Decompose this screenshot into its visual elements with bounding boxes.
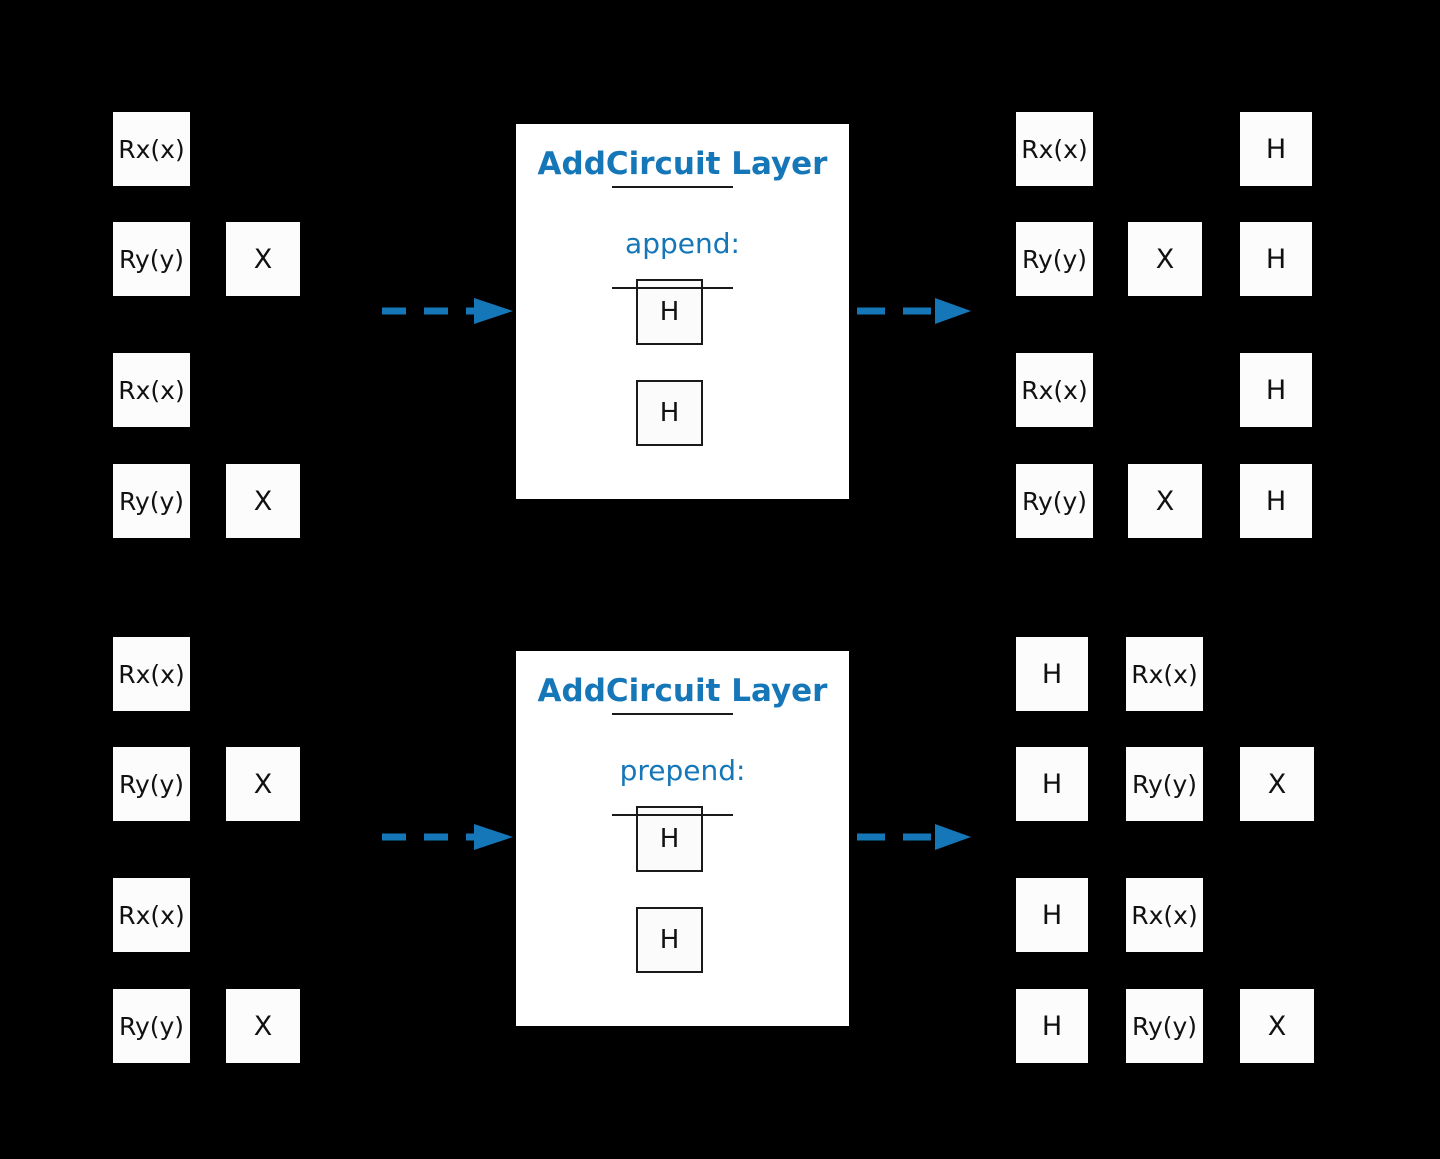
transform-arrow-in-append (380, 296, 515, 326)
gate-input-ry-q3-append: Ry(y) (113, 464, 190, 538)
gate-input-x-q1-append: X (226, 222, 300, 296)
gate-output-ry-q3-append: Ry(y) (1016, 464, 1093, 538)
layer-subtitle-append: append: (625, 227, 740, 260)
mini-gate-h-1-prepend: H (636, 907, 703, 973)
gate-input-rx-q2-prepend: Rx(x) (113, 878, 190, 952)
gate-output-ry-q1-append: Ry(y) (1016, 222, 1093, 296)
gate-output-h-q1-append: H (1240, 222, 1312, 296)
mini-wire-bottom-prepend (612, 814, 733, 816)
gate-output-rx-q2-append: Rx(x) (1016, 353, 1093, 427)
gate-output-h-q1-prepend: H (1016, 747, 1088, 821)
gate-output-x-q1-prepend: X (1240, 747, 1314, 821)
mini-wire-top-prepend (612, 713, 733, 715)
layer-title-prepend: AddCircuit Layer (537, 673, 828, 709)
gate-output-h-q3-append: H (1240, 464, 1312, 538)
gate-output-x-q1-append: X (1128, 222, 1202, 296)
layer-subtitle-prepend: prepend: (619, 754, 746, 787)
gate-input-x-q3-prepend: X (226, 989, 300, 1063)
gate-output-h-q0-append: H (1240, 112, 1312, 186)
gate-input-rx-q0-prepend: Rx(x) (113, 637, 190, 711)
layer-title-append: AddCircuit Layer (537, 146, 828, 182)
gate-output-rx-q0-append: Rx(x) (1016, 112, 1093, 186)
gate-output-h-q2-append: H (1240, 353, 1312, 427)
gate-input-rx-q2-append: Rx(x) (113, 353, 190, 427)
gate-output-rx-q2-prepend: Rx(x) (1126, 878, 1203, 952)
gate-output-rx-q0-prepend: Rx(x) (1126, 637, 1203, 711)
gate-input-ry-q1-append: Ry(y) (113, 222, 190, 296)
mini-gate-h-0-prepend: H (636, 806, 703, 872)
gate-input-ry-q3-prepend: Ry(y) (113, 989, 190, 1063)
transform-arrow-in-prepend (380, 822, 515, 852)
gate-output-ry-q3-prepend: Ry(y) (1126, 989, 1203, 1063)
mini-wire-top-append (612, 186, 733, 188)
mini-gate-h-1-append: H (636, 380, 703, 446)
gate-output-ry-q1-prepend: Ry(y) (1126, 747, 1203, 821)
gate-output-x-q3-prepend: X (1240, 989, 1314, 1063)
gate-output-h-q3-prepend: H (1016, 989, 1088, 1063)
addcircuit-layer-panel-prepend[interactable]: AddCircuit Layer prepend: H H (516, 651, 849, 1026)
transform-arrow-out-append (855, 296, 973, 326)
gate-input-x-q3-append: X (226, 464, 300, 538)
transform-arrow-out-prepend (855, 822, 973, 852)
gate-input-rx-q0-append: Rx(x) (113, 112, 190, 186)
mini-wire-bottom-append (612, 287, 733, 289)
gate-output-h-q2-prepend: H (1016, 878, 1088, 952)
gate-input-ry-q1-prepend: Ry(y) (113, 747, 190, 821)
mini-gate-h-0-append: H (636, 279, 703, 345)
addcircuit-layer-panel-append[interactable]: AddCircuit Layer append: H H (516, 124, 849, 499)
gate-output-h-q0-prepend: H (1016, 637, 1088, 711)
gate-output-x-q3-append: X (1128, 464, 1202, 538)
gate-input-x-q1-prepend: X (226, 747, 300, 821)
